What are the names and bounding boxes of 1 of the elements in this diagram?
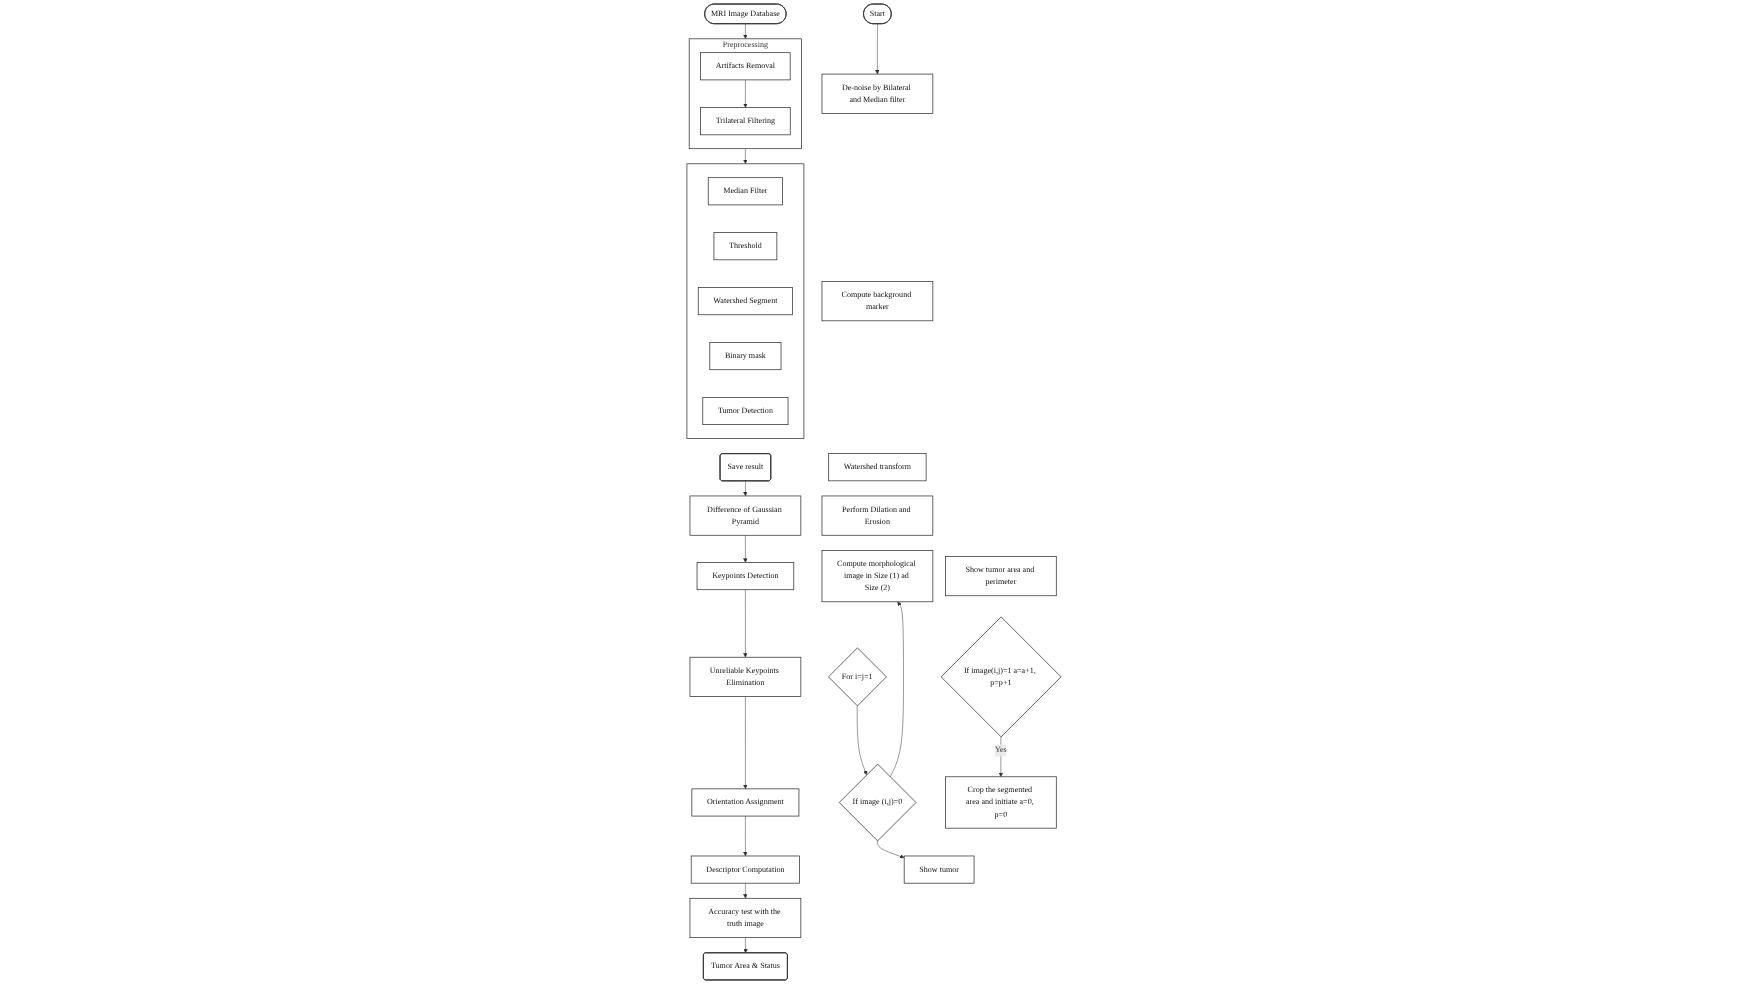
cluster	[686, 163, 805, 439]
